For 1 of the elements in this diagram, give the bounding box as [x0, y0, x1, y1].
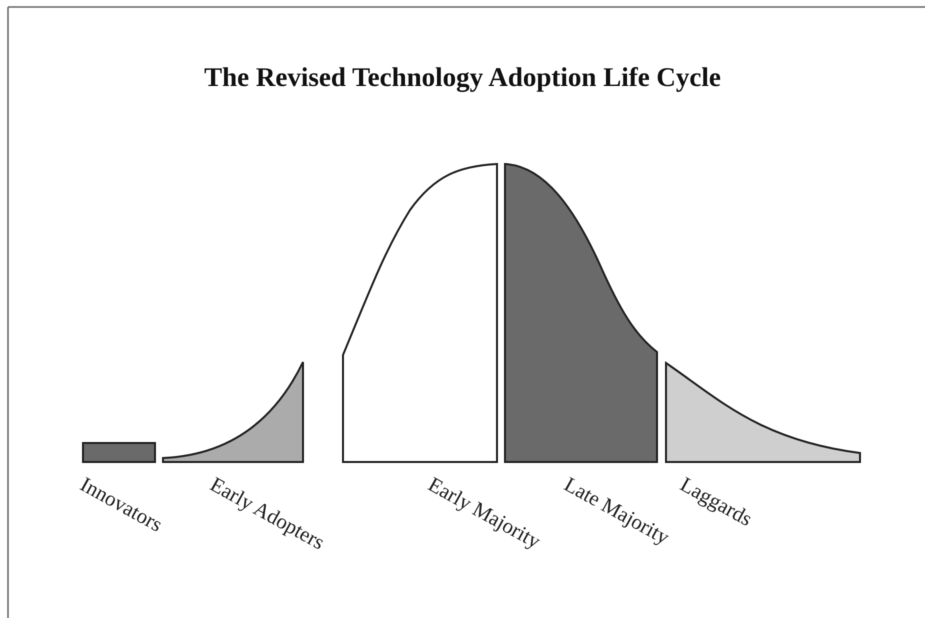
chart-title: The Revised Technology Adoption Life Cycle	[203, 62, 722, 93]
